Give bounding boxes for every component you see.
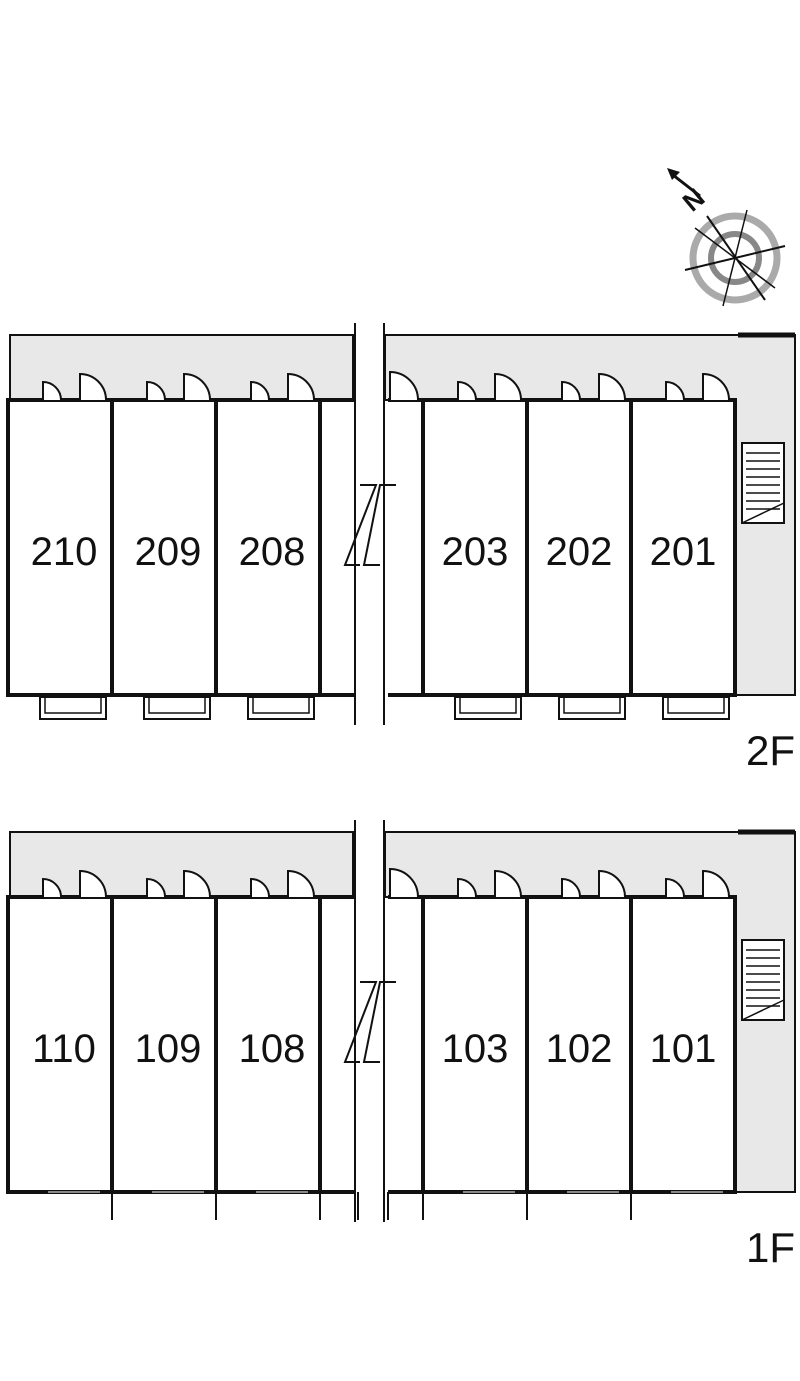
door-icon [183, 372, 211, 401]
break-zigzag-right [362, 484, 396, 566]
unit-number: 203 [442, 530, 509, 574]
door-icon [494, 869, 522, 898]
floor-label: 1F [746, 1224, 795, 1271]
stair-box [741, 939, 785, 1021]
north-arrow-icon [667, 168, 680, 180]
unit-108 [214, 895, 322, 1194]
unit-109 [110, 895, 218, 1194]
door-icon [389, 370, 419, 401]
door-icon [287, 372, 315, 401]
unit-number: 102 [546, 1027, 613, 1071]
floor-1f: 110 109 108 103 102 101 1F [6, 820, 796, 1271]
balcony-inner [667, 696, 725, 714]
compass-icon: N [667, 168, 786, 307]
door-icon [494, 372, 522, 401]
door-small-icon [457, 877, 477, 898]
stair-landing [741, 502, 785, 524]
balcony [143, 696, 211, 720]
staircase [741, 939, 785, 1021]
break-gap [356, 820, 384, 1220]
unit-103 [421, 895, 529, 1194]
compass-ring-inner [708, 231, 762, 285]
balcony-inner [252, 696, 310, 714]
door-icon [702, 372, 730, 401]
door-small-icon [561, 380, 581, 401]
unit-partial-left [318, 398, 354, 697]
door-small-icon [665, 877, 685, 898]
door-small-icon [42, 380, 62, 401]
door-icon [79, 372, 107, 401]
door-small-icon [665, 380, 685, 401]
unit-partial-left [318, 895, 354, 1194]
door-icon [389, 867, 419, 898]
door-small-icon [42, 877, 62, 898]
stair-box [741, 442, 785, 524]
break-zigzag-right [362, 981, 396, 1063]
door-icon [598, 869, 626, 898]
unit-203 [421, 398, 529, 697]
balcony-inner [44, 696, 102, 714]
door-icon [79, 869, 107, 898]
unit-number: 202 [546, 530, 613, 574]
door-small-icon [250, 380, 270, 401]
balcony [247, 696, 315, 720]
door-icon [702, 869, 730, 898]
unit-number: 208 [239, 530, 306, 574]
unit-number: 209 [135, 530, 202, 574]
unit-number: 110 [32, 1027, 96, 1071]
north-label: N [677, 182, 711, 217]
balcony [454, 696, 522, 720]
door-small-icon [250, 877, 270, 898]
unit-number: 101 [650, 1027, 717, 1071]
unit-partial-right [388, 398, 425, 697]
stair-landing [741, 999, 785, 1021]
floor-2f: 210 209 208 203 202 201 2F [6, 323, 796, 774]
unit-number: 201 [650, 530, 717, 574]
compass-ring-outer [689, 212, 781, 304]
unit-208 [214, 398, 322, 697]
break-zigzag-left [343, 981, 378, 1063]
unit-number: 210 [31, 530, 98, 574]
floor-label: 2F [746, 727, 795, 774]
unit-number: 109 [135, 1027, 202, 1071]
unit-201 [629, 398, 737, 697]
break-gap [356, 323, 384, 723]
unit-dividers-1f [111, 1192, 632, 1220]
door-small-icon [146, 380, 166, 401]
balcony-inner [459, 696, 517, 714]
break-zigzag-left [343, 484, 378, 566]
unit-partial-right [388, 895, 425, 1194]
compass-axis [722, 209, 748, 307]
door-icon [287, 869, 315, 898]
balcony [662, 696, 730, 720]
balcony-inner [563, 696, 621, 714]
balcony [558, 696, 626, 720]
balcony [39, 696, 107, 720]
unit-number: 103 [442, 1027, 509, 1071]
balcony-inner [148, 696, 206, 714]
staircase [741, 442, 785, 524]
unit-number: 108 [239, 1027, 306, 1071]
north-arrow-shaft [672, 173, 701, 198]
door-small-icon [146, 877, 166, 898]
unit-102 [525, 895, 633, 1194]
door-small-icon [457, 380, 477, 401]
door-icon [598, 372, 626, 401]
door-small-icon [561, 877, 581, 898]
door-icon [183, 869, 211, 898]
